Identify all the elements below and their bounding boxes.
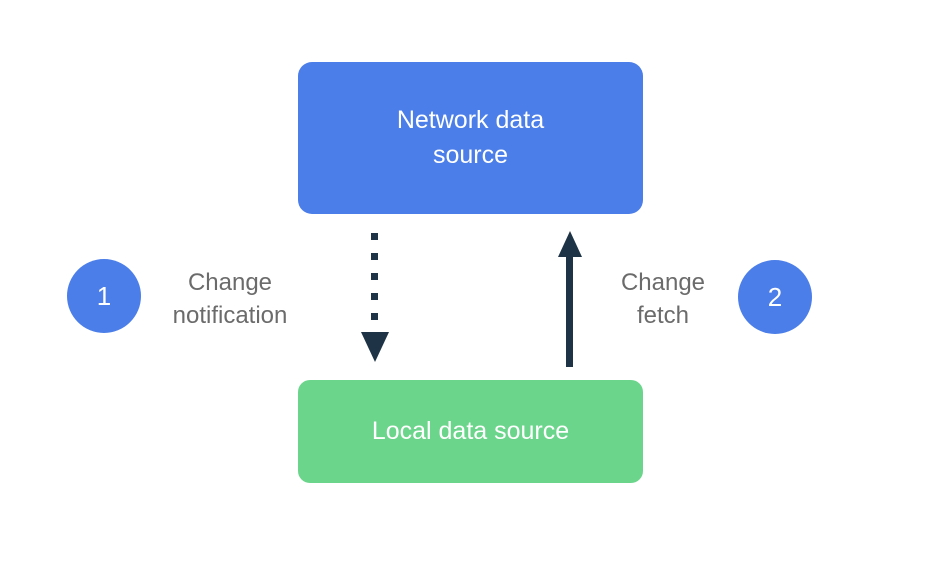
local-box-label: Local data source [371, 417, 570, 445]
network-box-label: Network data source [396, 106, 545, 169]
step-2-label: Change fetch [620, 269, 706, 329]
step-1-number: 1 [96, 280, 112, 311]
local-data-source-box: Local data source [298, 380, 643, 483]
step-2-number: 2 [767, 281, 783, 312]
step-1-badge: 1 [67, 259, 141, 333]
change-notification-arrow-line [371, 233, 378, 325]
network-data-source-box: Network data source [298, 62, 643, 214]
change-fetch-arrow-up-icon [558, 231, 582, 257]
change-fetch-arrow-line [566, 255, 573, 367]
step-2-badge: 2 [738, 260, 812, 334]
step-1-label: Change notification [172, 269, 288, 329]
change-notification-arrow-down-icon [361, 332, 389, 362]
